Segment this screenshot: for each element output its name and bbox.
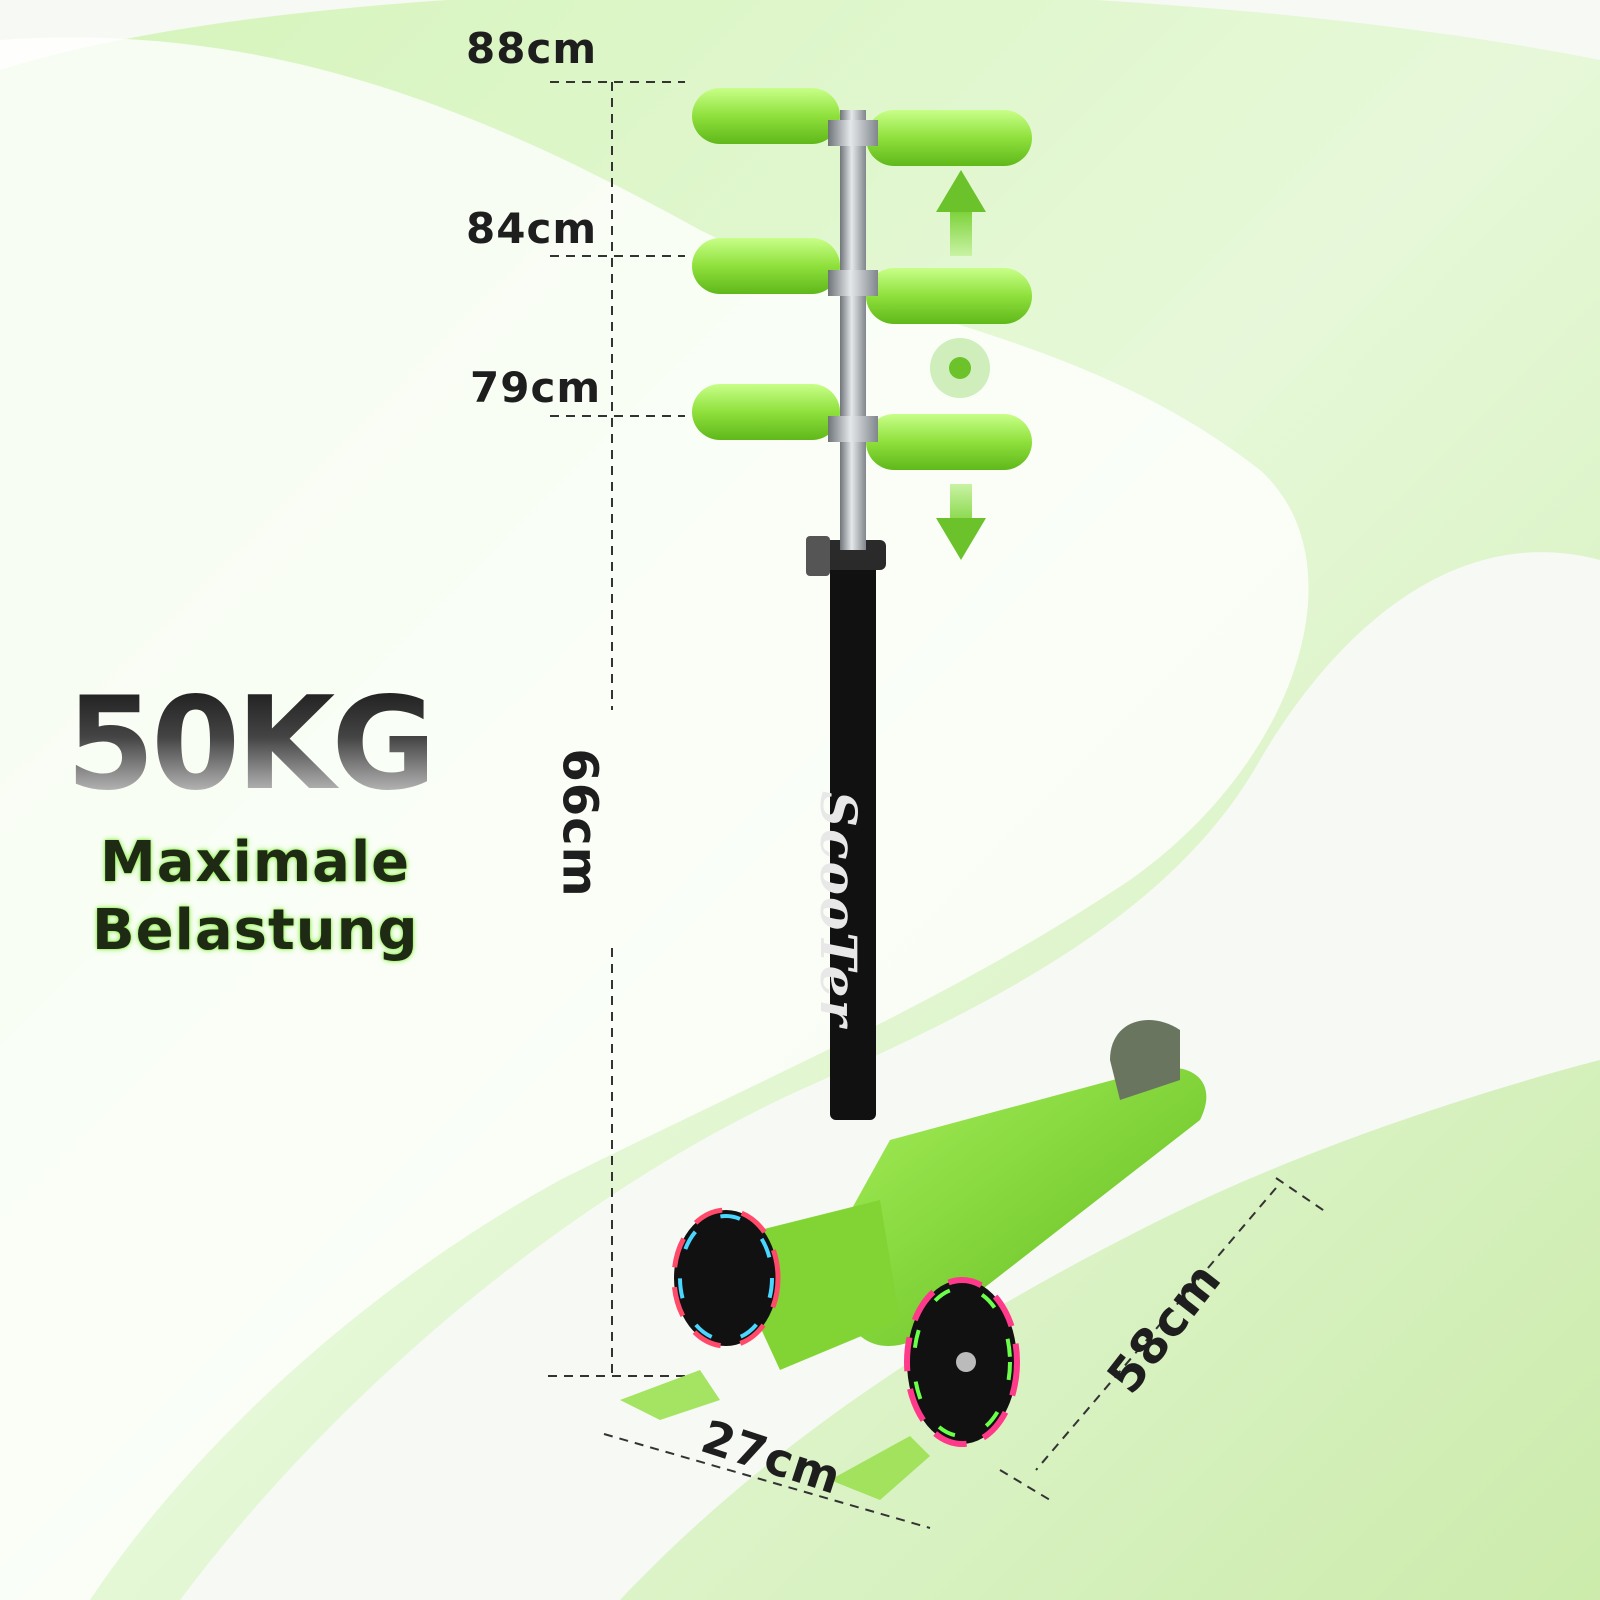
handlebar-79 [692, 384, 1032, 470]
height-label-max: 88cm [466, 24, 598, 73]
rear-brake [1110, 1020, 1180, 1100]
handlebar-88 [692, 88, 1032, 166]
max-load-caption-line2: Belastung [92, 898, 419, 963]
max-load-caption-line1: Maximale [100, 830, 411, 895]
arrow-down-icon [936, 484, 986, 560]
wheel-right [904, 1277, 1020, 1447]
max-load-value: 50KG [66, 670, 436, 819]
stem-collar [818, 540, 886, 570]
stem-brand-text: ScooTer [808, 791, 868, 1028]
stem-height-label: 66cm [551, 748, 608, 898]
swoosh-arrow-right-icon [830, 1436, 930, 1500]
height-label-min: 79cm [470, 363, 602, 412]
stem-lower [830, 560, 876, 1120]
height-guides [548, 81, 685, 1377]
handlebar-84 [692, 238, 1032, 324]
arrow-up-icon [936, 170, 986, 256]
dot-icon [930, 338, 990, 398]
scooter-deck [840, 1067, 1207, 1347]
stem-clamp [806, 536, 830, 576]
stem-upper [840, 110, 866, 550]
swoosh-arrow-left-icon [620, 1370, 720, 1420]
wheel-left [671, 1207, 781, 1349]
deck-guides [603, 1177, 1327, 1529]
height-label-mid: 84cm [466, 204, 598, 253]
